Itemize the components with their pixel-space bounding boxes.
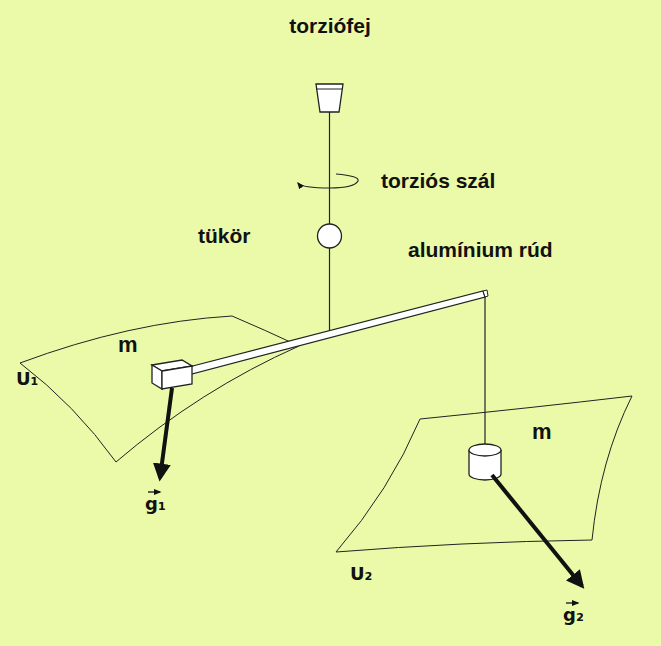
part-name: torziós szál bbox=[381, 169, 495, 192]
surface-label: U₂ bbox=[350, 564, 373, 584]
mass-label: m bbox=[118, 333, 138, 357]
gravity-vector bbox=[492, 475, 582, 586]
gravity-vector bbox=[160, 388, 172, 478]
rotation-arrow bbox=[298, 174, 358, 188]
torsion-fibre bbox=[329, 112, 330, 224]
aluminium-rod bbox=[185, 291, 485, 375]
surface-label: U₁ bbox=[16, 369, 39, 389]
vector-overarrow bbox=[148, 491, 160, 492]
torsion-head bbox=[316, 84, 343, 112]
torsion-fibre bbox=[329, 248, 330, 333]
mirror bbox=[318, 224, 342, 248]
vector-overarrow bbox=[566, 602, 578, 603]
vector-label: g₂ bbox=[563, 605, 584, 625]
equipotential-surface bbox=[20, 316, 299, 462]
equipotential-surface bbox=[336, 396, 632, 552]
part-name: torziófej bbox=[289, 14, 371, 37]
part-name: alumínium rúd bbox=[408, 238, 553, 261]
suspension-wire bbox=[484, 297, 485, 445]
mass-label: m bbox=[532, 420, 552, 444]
vector-label: g₁ bbox=[145, 494, 166, 514]
part-name: tükör bbox=[198, 224, 251, 247]
